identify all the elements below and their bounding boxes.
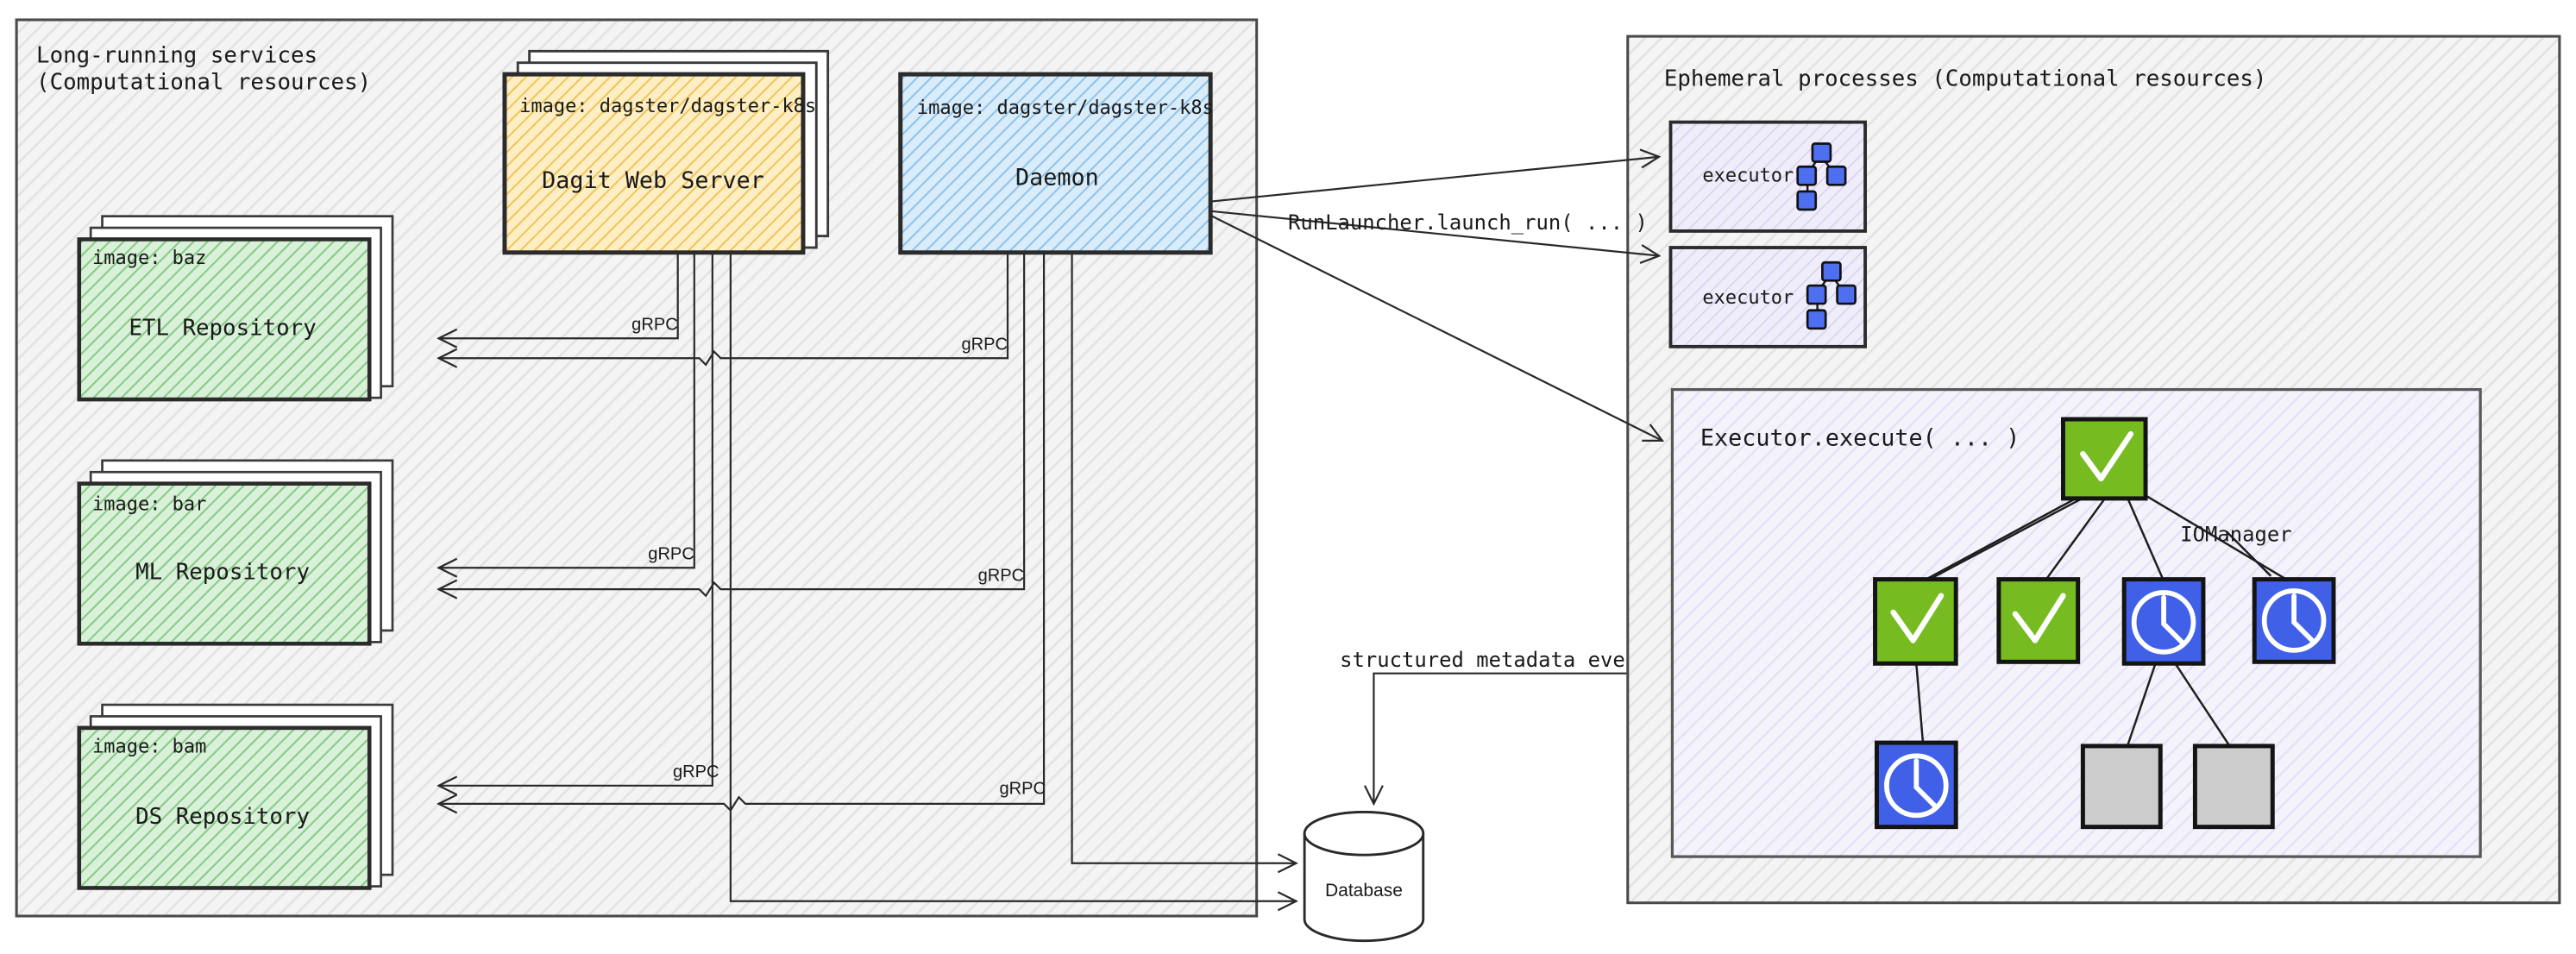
- grpc-label: gRPC: [961, 336, 1008, 355]
- run-launcher-edges: [1211, 157, 1662, 441]
- structured-metadata-events-label: structured metadata events: [1340, 648, 1662, 672]
- dag-node-blank-1[interactable]: [2080, 744, 2163, 830]
- ds-repository-title: DS Repository: [135, 804, 310, 830]
- dag-tree-icon: [1796, 142, 1847, 211]
- database-write-edges: [729, 252, 1297, 901]
- daemon-image-label: image: dagster/dagster-k8s: [917, 97, 1214, 119]
- dag-node-blank-2[interactable]: [2192, 744, 2275, 830]
- dag-node-clock-3[interactable]: [1874, 740, 1958, 830]
- grpc-label: gRPC: [631, 316, 678, 335]
- grpc-edges: [438, 252, 1046, 811]
- node-executor-2[interactable]: executor: [1668, 246, 1867, 348]
- ml-repository-image-label: image: bar: [92, 493, 206, 515]
- dagit-image-label: image: dagster/dagster-k8s: [519, 96, 816, 117]
- dag-node-check-1[interactable]: [1873, 577, 1958, 666]
- dag-node-clock-2[interactable]: [2252, 577, 2336, 664]
- panel-right-title: Ephemeral processes (Computational resou…: [1664, 66, 2267, 91]
- ml-repository-title: ML Repository: [135, 560, 310, 586]
- dagit-title: Dagit Web Server: [542, 167, 764, 194]
- node-dagit-web-server[interactable]: image: dagster/dagster-k8s Dagit Web Ser…: [502, 49, 830, 255]
- etl-repository-image-label: image: baz: [92, 248, 206, 269]
- ds-repository-image-label: image: bam: [92, 737, 206, 758]
- grpc-label-group: gRPC gRPC gRPC gRPC gRPC gRPC: [631, 316, 1046, 799]
- node-database[interactable]: Database: [1303, 811, 1425, 943]
- database-label: Database: [1325, 881, 1403, 901]
- grpc-label: gRPC: [648, 545, 694, 564]
- io-manager-label: IOManager: [2180, 523, 2291, 547]
- executor-execute-label: Executor.execute( ... ): [1700, 425, 2020, 452]
- panel-left-title-line1: Long-running services: [36, 43, 317, 69]
- node-ml-repository[interactable]: image: bar ML Repository: [77, 459, 394, 646]
- grpc-label: gRPC: [673, 763, 719, 781]
- node-executor-1[interactable]: executor: [1668, 120, 1867, 233]
- node-ds-repository[interactable]: image: bam DS Repository: [77, 703, 394, 890]
- dag-edges: [1915, 487, 2290, 747]
- executor-1-label: executor: [1702, 165, 1794, 186]
- edge-structured-metadata-events: structured metadata events: [1340, 648, 1666, 804]
- node-etl-repository[interactable]: image: baz ETL Repository: [77, 215, 394, 402]
- etl-repository-title: ETL Repository: [129, 315, 316, 341]
- grpc-label: gRPC: [999, 779, 1046, 798]
- dag-node-check-2[interactable]: [1996, 577, 2081, 664]
- dag-node-clock-1[interactable]: [2121, 577, 2206, 666]
- panel-left-title-line2: (Computational resources): [36, 69, 371, 95]
- node-daemon[interactable]: image: dagster/dagster-k8s Daemon: [898, 72, 1214, 255]
- run-launcher-label: RunLauncher.launch_run( ... ): [1288, 210, 1648, 235]
- dag-node-root[interactable]: [2060, 417, 2148, 501]
- dag-tree-icon: [1806, 260, 1857, 330]
- executor-2-label: executor: [1702, 287, 1794, 309]
- grpc-label: gRPC: [978, 567, 1025, 586]
- daemon-title: Daemon: [1015, 164, 1099, 191]
